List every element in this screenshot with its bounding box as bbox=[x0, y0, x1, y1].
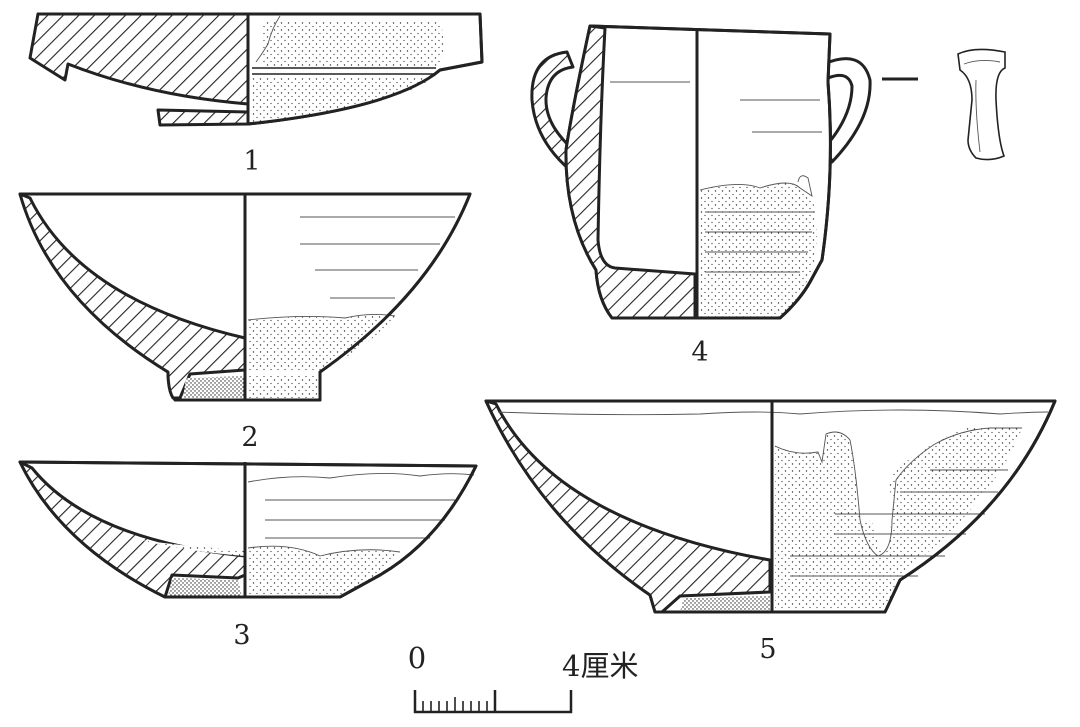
scale-start-label: 0 bbox=[408, 641, 426, 675]
vessel-label-1: 1 bbox=[243, 146, 260, 177]
vessel-label-4: 4 bbox=[691, 337, 708, 368]
vessel-label-3: 3 bbox=[233, 620, 250, 651]
vessel-label-5: 5 bbox=[759, 634, 776, 665]
vessel-3 bbox=[18, 460, 478, 599]
scale-bar: 0 4厘米 bbox=[408, 641, 638, 714]
vessel-1 bbox=[28, 12, 484, 127]
vessel-label-2: 2 bbox=[241, 422, 258, 453]
scale-end-label: 4厘米 bbox=[562, 649, 638, 683]
vessel-2 bbox=[18, 192, 472, 402]
vessel-4 bbox=[530, 24, 1006, 320]
vessel-5 bbox=[484, 399, 1057, 614]
